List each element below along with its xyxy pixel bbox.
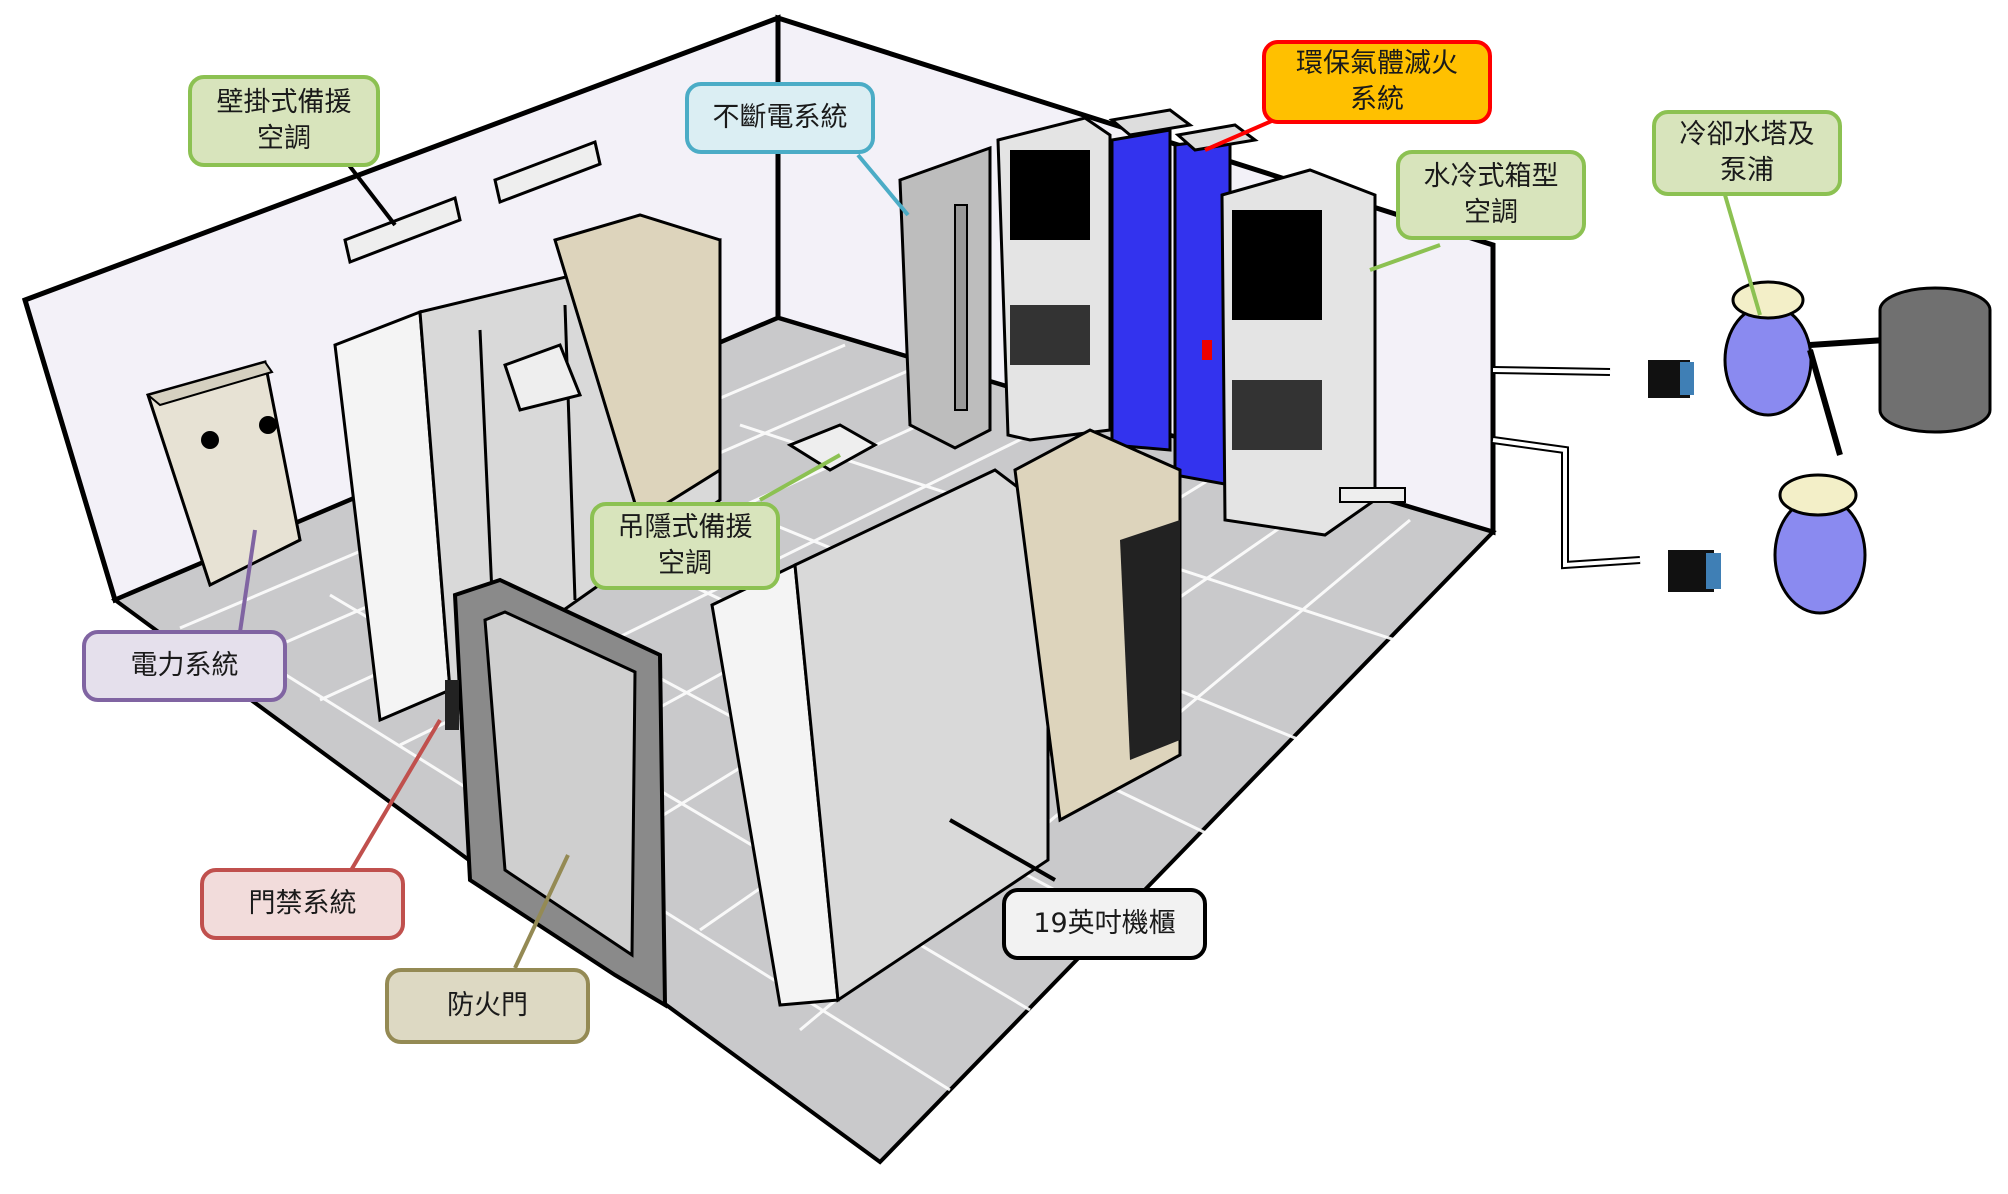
callout-wall-ac: 壁掛式備援 空調	[188, 75, 380, 167]
callout-water-cooled-ac: 水冷式箱型 空調	[1396, 150, 1586, 240]
fire-door-frame	[445, 577, 668, 1009]
leader-lines	[238, 98, 1762, 969]
ceiling-ac-unit	[786, 423, 879, 472]
water-cooled-ac-unit-2	[1220, 168, 1406, 537]
callout-ups: 不斷電系統	[685, 82, 875, 154]
wall-ac-unit	[343, 139, 602, 265]
water-cooled-ac-unit	[996, 116, 1112, 442]
cooling-system	[1492, 280, 1992, 615]
ups-cabinet	[898, 145, 992, 450]
power-panel	[145, 360, 302, 588]
callout-access-control: 門禁系統	[200, 868, 405, 940]
callout-fire-suppression: 環保氣體滅火 系統	[1262, 40, 1492, 124]
callout-ceiling-ac: 吊隱式備援 空調	[590, 502, 780, 590]
rack-row-left	[333, 213, 722, 723]
callout-fire-door: 防火門	[385, 968, 590, 1044]
rack-row-front	[710, 428, 1182, 1007]
callout-power-system: 電力系統	[82, 630, 287, 702]
callout-cooling-tower: 冷卻水塔及 泵浦	[1652, 110, 1842, 196]
callout-19-inch-rack: 19英吋機櫃	[1002, 888, 1207, 960]
